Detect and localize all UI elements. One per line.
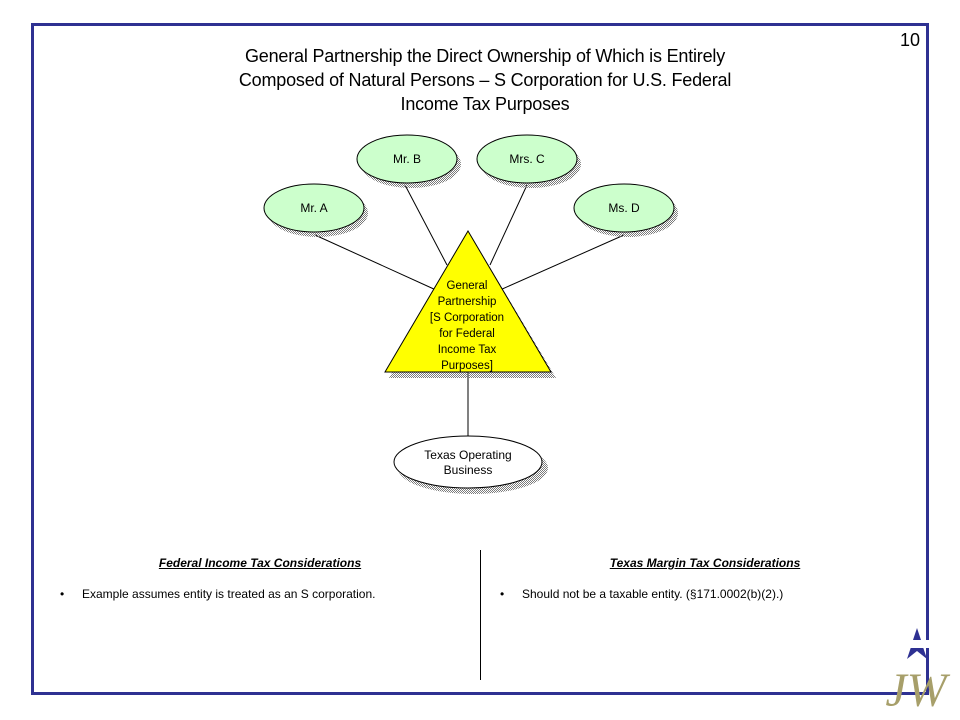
business-shape <box>393 435 543 489</box>
entity-label-line-6: Purposes] <box>441 360 493 372</box>
title-line-1: General Partnership the Direct Ownership… <box>245 46 725 66</box>
entity-label-line-1: General <box>447 280 488 292</box>
texas-bullet-text: Should not be a taxable entity. (§171.00… <box>522 587 784 601</box>
owner-mr-a-shape <box>263 183 365 233</box>
owner-ms-d: Ms. D <box>573 183 678 237</box>
jw-logo: JW <box>880 628 951 717</box>
slide-number: 10 <box>899 30 920 50</box>
connector-ms-d <box>499 234 625 291</box>
entity-label-line-5: Income Tax <box>438 344 497 356</box>
entity-triangle-shape <box>384 230 552 373</box>
slide-frame <box>31 23 929 695</box>
federal-bullet-item: • Example assumes entity is treated as an… <box>60 587 470 601</box>
connector-mr-b <box>404 184 448 266</box>
owner-mrs-c-label: Mrs. C <box>509 152 545 166</box>
logo-letters: JW <box>885 664 950 717</box>
owner-mr-b-shape <box>356 134 458 184</box>
title-line-3: Income Tax Purposes <box>400 94 570 114</box>
texas-bullet-item: • Should not be a taxable entity. (§171.0… <box>500 587 910 601</box>
texas-heading: Texas Margin Tax Considerations <box>609 556 801 570</box>
owner-mrs-c: Mrs. C <box>476 134 581 188</box>
connector-mrs-c <box>489 184 528 266</box>
owner-mrs-c-shape <box>476 134 578 184</box>
business-label-line-1: Texas Operating <box>424 448 511 462</box>
connector-mr-a <box>314 234 437 291</box>
owner-mr-a-label: Mr. A <box>300 201 327 215</box>
federal-heading: Federal Income Tax Considerations <box>158 556 362 570</box>
connector-lines <box>314 184 625 440</box>
federal-bullet-text: Example assumes entity is treated as an … <box>82 587 376 601</box>
slide-title: General Partnership the Direct Ownership… <box>175 44 795 116</box>
entity-label-line-3: [S Corporation <box>430 312 504 324</box>
entity-label: General Partnership [S Corporation for F… <box>430 280 504 372</box>
entity-label-line-4: for Federal <box>439 328 495 340</box>
owner-ms-d-label: Ms. D <box>608 201 640 215</box>
owner-mr-a: Mr. A <box>263 183 368 237</box>
title-line-2: Composed of Natural Persons – S Corporat… <box>238 70 732 90</box>
entity-label-line-2: Partnership <box>438 296 497 308</box>
texas-operating-business: Texas Operating Business <box>393 435 548 494</box>
owner-mr-b-label: Mr. B <box>393 152 421 166</box>
business-label-line-2: Business <box>444 463 493 477</box>
bullet-icon: • <box>500 587 505 601</box>
bullet-icon: • <box>60 587 65 601</box>
entity-general-partnership: General Partnership [S Corporation for F… <box>384 230 556 378</box>
column-divider <box>480 550 481 680</box>
owner-mr-b: Mr. B <box>356 134 461 188</box>
owner-ms-d-shape <box>573 183 675 233</box>
